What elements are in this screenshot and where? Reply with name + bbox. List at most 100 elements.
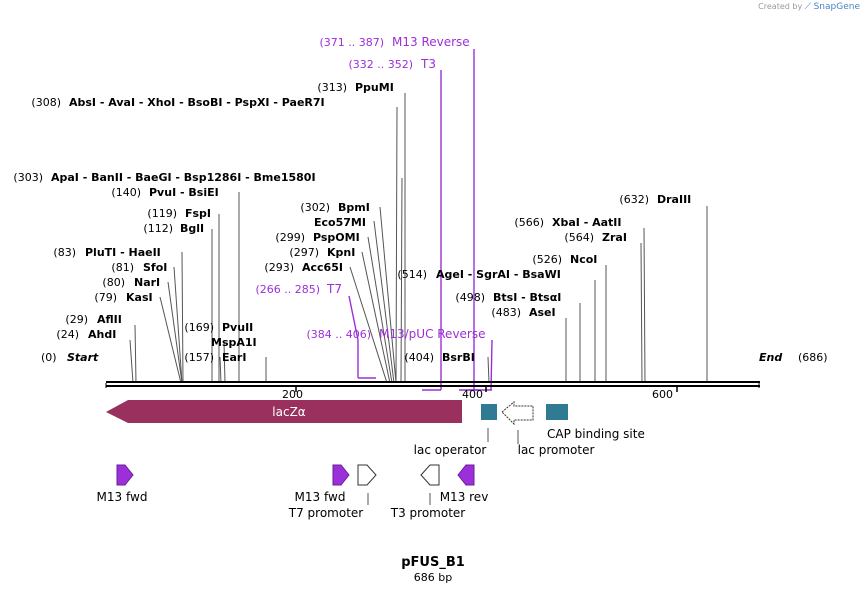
site-position: (81) — [111, 261, 134, 274]
primer-range: (371 .. 387) — [319, 36, 384, 49]
site-position: (498) — [455, 291, 485, 304]
site-name: BpmI — [338, 201, 370, 214]
site-position: (303) — [13, 171, 43, 184]
site-name: KpnI — [327, 246, 355, 259]
axis-tick-labels: 200 400 600 — [282, 388, 673, 401]
primer-lines — [348, 49, 493, 391]
tick-label-200: 200 — [282, 388, 303, 401]
plasmid-length: 686 bp — [413, 571, 453, 584]
start-label: Start — [67, 351, 99, 364]
site-name: PpuMI — [355, 81, 394, 94]
site-name: AgeI - SgrAI - BsaWI — [436, 268, 561, 281]
site-position: (24) — [56, 328, 79, 341]
site-name: MspA1I — [211, 336, 257, 349]
tick-label-400: 400 — [462, 388, 483, 401]
site-position: (140) — [111, 186, 141, 199]
site-name: PvuII — [222, 321, 253, 334]
site-name: PvuI - BsiEI — [149, 186, 219, 199]
site-name: AbsI - AvaI - XhoI - BsoBI - PspXI - Pae… — [69, 96, 325, 109]
plasmid-title: pFUS_B1 686 bp — [333, 555, 533, 584]
site-name: NarI — [134, 276, 160, 289]
snapgene-credit: Created by ⟋ SnapGene — [758, 2, 860, 12]
site-position: (313) — [317, 81, 347, 94]
lac-operator-label: lac operator — [414, 443, 487, 457]
site-name: BsrBI — [442, 351, 475, 364]
primer-range: (332 .. 352) — [348, 58, 413, 71]
site-position: (483) — [491, 306, 521, 319]
tick-label-600: 600 — [652, 388, 673, 401]
restriction-sites: (24) AhdI (29) AflII (79) KasI (80) NarI… — [13, 81, 691, 364]
site-position: (526) — [532, 253, 562, 266]
t3-promoter-arrow — [420, 464, 440, 486]
site-position: (29) — [65, 313, 88, 326]
lacz-alpha-feature: lacZα — [106, 400, 462, 423]
credit-brand: SnapGene — [813, 2, 860, 12]
primer-name: M13/pUC Reverse — [379, 327, 486, 341]
m13-rev-arrow — [457, 464, 475, 486]
primer-name: M13 Reverse — [392, 35, 470, 49]
primer-range: (266 .. 285) — [255, 283, 320, 296]
site-position: (566) — [514, 216, 544, 229]
credit-text: Created by — [758, 2, 803, 11]
cap-binding-site-box — [546, 404, 568, 420]
site-name: ApaI - BanII - BaeGI - Bsp1286I - Bme158… — [51, 171, 316, 184]
site-name: Eco57MI — [314, 216, 366, 229]
primer-name: T3 — [420, 57, 436, 71]
m13-rev-label: M13 rev — [440, 490, 489, 504]
site-position: (404) — [404, 351, 434, 364]
t7-promoter-arrow — [357, 464, 377, 486]
site-name: EarI — [222, 351, 246, 364]
lacz-alpha-label: lacZα — [272, 405, 306, 419]
site-position: (80) — [102, 276, 125, 289]
site-position: (302) — [300, 201, 330, 214]
site-position: (112) — [143, 222, 173, 235]
site-position: (83) — [53, 246, 76, 259]
site-position: (299) — [275, 231, 305, 244]
site-position: (169) — [184, 321, 214, 334]
site-name: AhdI — [88, 328, 116, 341]
lac-operator-box — [481, 404, 497, 420]
site-position: (308) — [31, 96, 61, 109]
primer-labels: (371 .. 387) M13 Reverse (332 .. 352) T3… — [255, 35, 485, 341]
site-name: KasI — [126, 291, 153, 304]
site-name: ZraI — [602, 231, 627, 244]
site-name: BtsI - BtsαI — [493, 291, 561, 304]
site-name: PspOMI — [313, 231, 360, 244]
primer-name: T7 — [326, 282, 342, 296]
site-position: (514) — [397, 268, 427, 281]
m13-fwd-label-2: M13 fwd — [295, 490, 346, 504]
m13-fwd-arrow-2 — [332, 464, 350, 486]
lac-promoter-label: lac promoter — [518, 443, 595, 457]
site-position: (293) — [264, 261, 294, 274]
end-position: (686) — [798, 351, 828, 364]
site-position: (119) — [147, 207, 177, 220]
primer-range: (384 .. 406) — [306, 328, 371, 341]
t7-promoter-label: T7 promoter — [288, 506, 364, 520]
site-name: FspI — [185, 207, 211, 220]
site-name: PluTI - HaeII — [85, 246, 161, 259]
snapgene-logo-icon: ⟋ — [804, 2, 812, 12]
site-position: (564) — [564, 231, 594, 244]
site-position: (297) — [289, 246, 319, 259]
site-name: BglI — [180, 222, 204, 235]
site-name: DraIII — [657, 193, 691, 206]
site-connectors — [129, 93, 708, 384]
site-position: (157) — [184, 351, 214, 364]
site-name: AseI — [529, 306, 556, 319]
site-name: NcoI — [570, 253, 597, 266]
site-name: SfoI — [143, 261, 167, 274]
cap-binding-site-label: CAP binding site — [547, 427, 645, 441]
m13-fwd-label-1: M13 fwd — [97, 490, 148, 504]
start-position: (0) — [41, 351, 57, 364]
site-name: AflII — [97, 313, 122, 326]
site-position: (79) — [94, 291, 117, 304]
site-name: Acc65I — [302, 261, 343, 274]
end-label: End — [759, 351, 782, 364]
plasmid-name: pFUS_B1 — [401, 555, 465, 570]
site-name: XbaI - AatII — [552, 216, 621, 229]
site-position: (632) — [619, 193, 649, 206]
lac-promoter-arrow — [501, 400, 534, 426]
t3-promoter-label: T3 promoter — [390, 506, 466, 520]
sequence-axis — [105, 381, 760, 392]
